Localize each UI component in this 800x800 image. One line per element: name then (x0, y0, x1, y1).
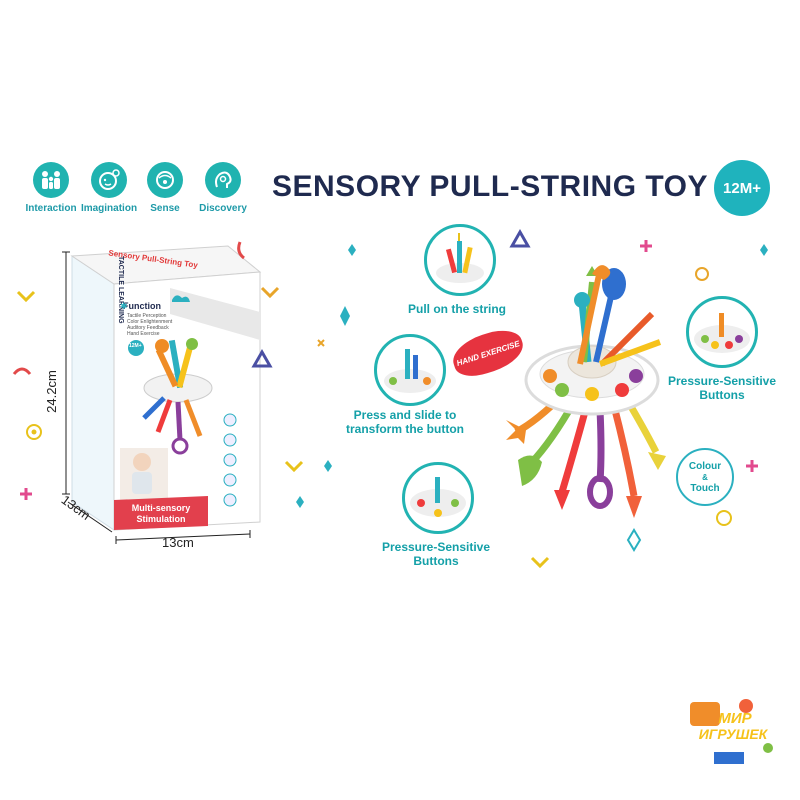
sense-icon (147, 162, 183, 198)
feature-interaction: Interaction (16, 162, 86, 214)
function-item: Hand Exercise (127, 331, 160, 337)
function-item: Auditory Feedback (127, 325, 169, 331)
box-age-badge: 12M+ (129, 343, 142, 349)
box-bottom-label-line1: Multi-sensory (131, 503, 191, 513)
product-title: SENSORY PULL-STRING TOY (272, 170, 708, 203)
feature-label: Discovery (199, 203, 247, 214)
colour-touch-line2: Touch (690, 482, 720, 494)
function-item: Tactile Perception (127, 313, 167, 319)
colour-touch-line1: Colour (688, 460, 722, 472)
box-bottom-label-line2: Stimulation (136, 514, 186, 524)
watermark-line2: ИГРУШЕК (698, 726, 768, 742)
feature-label: Interaction (25, 203, 77, 214)
callout-pressure-right: Pressure-Sensitive Buttons (667, 374, 777, 402)
callout-image-press (374, 334, 446, 406)
feature-sense: Sense (130, 162, 200, 214)
callout-image-pressure-right (686, 296, 758, 368)
colour-touch-badge: Colour & Touch (676, 448, 734, 506)
feature-label: Imagination (80, 203, 138, 214)
dimension-lines (62, 251, 251, 544)
box-side-text: TACTILE LEARNING (117, 256, 124, 324)
function-item: Color Enlightenment (127, 319, 173, 325)
dimension-width: 13cm (162, 535, 194, 550)
main-toy-image (506, 265, 666, 518)
box-function-list: Tactile Perception Color Enlightenment A… (127, 313, 172, 337)
age-badge: 12M+ (714, 160, 770, 216)
feature-label: Sense (150, 203, 180, 214)
feature-discovery: Discovery (188, 162, 258, 214)
callout-image-pressure-bottom (402, 462, 474, 534)
product-box-image (70, 245, 262, 531)
callout-pressure-bottom: Pressure-Sensitive Buttons (381, 540, 491, 568)
watermark-logo-art (690, 699, 773, 764)
child-head-icon (91, 162, 127, 198)
dimension-height: 24.2cm (43, 370, 59, 413)
watermark-logo: МИР ИГРУШЕК (684, 692, 780, 772)
colour-touch-amp: & (702, 472, 708, 482)
feature-imagination: Imagination (74, 162, 144, 214)
box-function-title: Function (123, 301, 161, 311)
watermark-line1: МИР (718, 710, 752, 727)
box-bottom-label: Multi-sensory Stimulation (116, 503, 206, 525)
star-icon: ✱ (120, 301, 128, 311)
callout-image-pull (424, 224, 496, 296)
callout-press-slide: Press and slide to transform the button (346, 408, 464, 436)
discovery-icon (205, 162, 241, 198)
callout-pull: Pull on the string (408, 302, 506, 316)
family-icon (33, 162, 69, 198)
